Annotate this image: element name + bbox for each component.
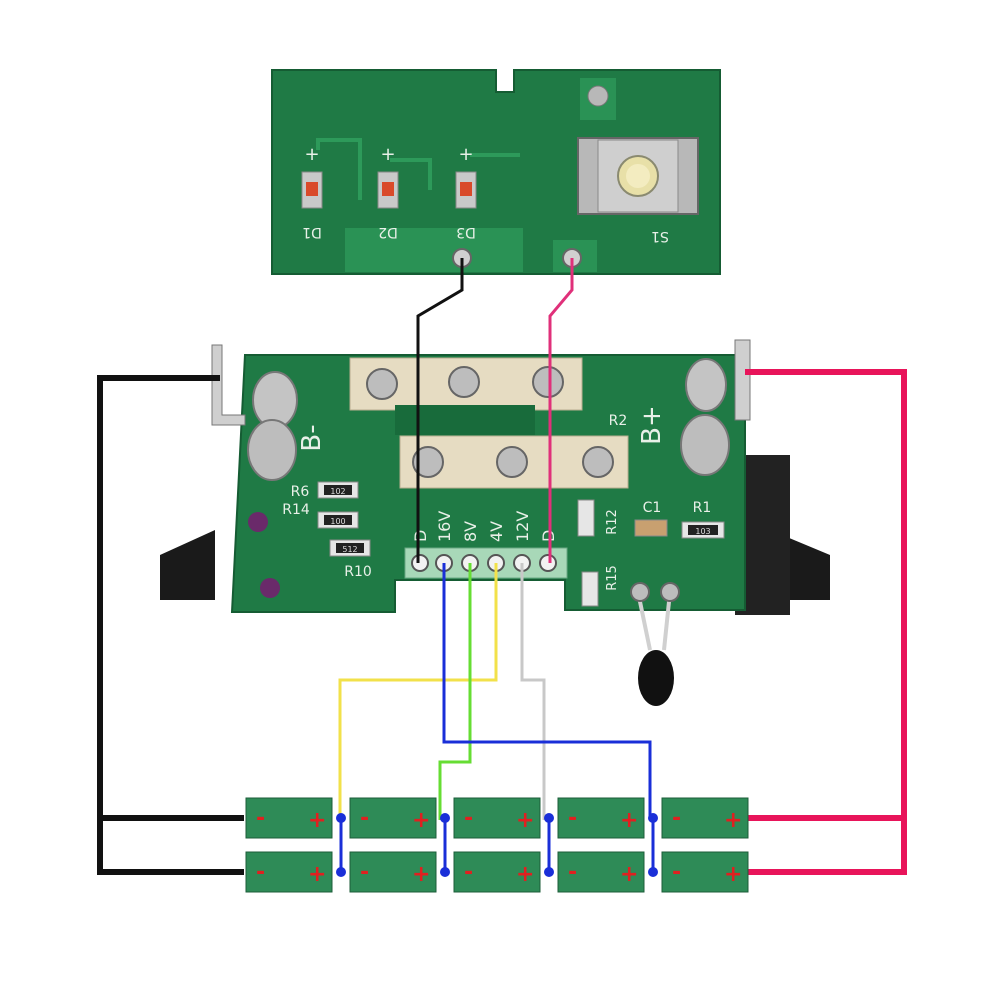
battery-cell-positive: +	[620, 808, 638, 833]
battery-cell-negative: -	[464, 860, 473, 885]
battery-cell-positive: +	[412, 862, 430, 887]
series-link-node	[544, 813, 554, 823]
series-link-node	[336, 867, 346, 877]
battery-cell-negative: -	[672, 860, 681, 885]
battery-cell: -+	[453, 851, 541, 893]
switch-s1-label: S1	[651, 228, 669, 244]
led-d3-label: D3	[456, 224, 476, 240]
thermistor	[630, 582, 680, 706]
pin-label-4v: 4V	[487, 521, 506, 542]
battery-cell-body	[557, 797, 645, 839]
battery-cell-body	[245, 797, 333, 839]
led-d2	[377, 171, 399, 209]
battery-cell-body	[661, 851, 749, 893]
battery-cell: -+	[453, 797, 541, 839]
battery-cell-body	[557, 851, 645, 893]
switch-s1	[577, 137, 699, 215]
chip-code-4: 103	[695, 527, 710, 536]
battery-cell: -+	[245, 851, 333, 893]
series-link-node	[648, 867, 658, 877]
component-r12: R12	[605, 509, 620, 535]
component-r6: R6	[291, 484, 310, 500]
led-d1-label: D1	[302, 224, 322, 240]
battery-cell-negative: -	[256, 860, 265, 885]
battery-cell-negative: -	[256, 806, 265, 831]
battery-cell-negative: -	[568, 806, 577, 831]
led-d2-plus: +	[380, 144, 395, 165]
battery-cell: -+	[349, 797, 437, 839]
led-d3-plus: +	[458, 144, 473, 165]
battery-cell-positive: +	[724, 862, 742, 887]
battery-cell-negative: -	[360, 806, 369, 831]
battery-cell: -+	[557, 851, 645, 893]
component-r15: R15	[605, 565, 620, 591]
component-r2: R2	[609, 413, 628, 429]
battery-cell-negative: -	[464, 806, 473, 831]
component-c1: C1	[643, 500, 662, 516]
battery-cell-body	[453, 851, 541, 893]
pin-label-16v: 16V	[435, 511, 454, 542]
terminal-plus-label: B+	[637, 405, 667, 445]
battery-cell-positive: +	[516, 808, 534, 833]
battery-cell-positive: +	[412, 808, 430, 833]
battery-cell-positive: +	[308, 862, 326, 887]
battery-cell: -+	[557, 797, 645, 839]
series-link-node	[648, 813, 658, 823]
chip-code-3: 512	[342, 545, 357, 554]
battery-cell-body	[661, 797, 749, 839]
battery-cell-positive: +	[724, 808, 742, 833]
battery-cell: -+	[245, 797, 333, 839]
battery-cell: -+	[661, 797, 749, 839]
battery-cell-negative: -	[672, 806, 681, 831]
led-d3	[455, 171, 477, 209]
component-r1: R1	[693, 500, 712, 516]
battery-cell-positive: +	[308, 808, 326, 833]
series-link-node	[544, 867, 554, 877]
terminal-minus-label: B-	[297, 424, 327, 451]
battery-cell: -+	[349, 851, 437, 893]
series-link-node	[440, 813, 450, 823]
battery-cell-body	[349, 851, 437, 893]
led-d1-plus: +	[304, 144, 319, 165]
chip-code-2: 100	[330, 517, 345, 526]
battery-cell-positive: +	[516, 862, 534, 887]
battery-cell: -+	[661, 851, 749, 893]
component-r14: R14	[282, 502, 310, 518]
battery-pack: -+-+-+-+-+-+-+-+-+-+	[245, 797, 749, 893]
battery-cell-body	[349, 797, 437, 839]
bms-board: B- B+ 102 100 512 R6 R14 R10	[160, 339, 830, 706]
chip-code-1: 102	[330, 487, 345, 496]
led-d2-label: D2	[378, 224, 398, 240]
led-board: + + + D1 D2 D3 S1	[271, 69, 721, 275]
pin-label-8v: 8V	[461, 521, 480, 542]
pin-label-d-left: D	[411, 530, 430, 542]
wires	[97, 258, 907, 875]
battery-cell-body	[245, 851, 333, 893]
led-d1	[301, 171, 323, 209]
component-r10: R10	[344, 564, 372, 580]
battery-cell-body	[453, 797, 541, 839]
battery-cell-negative: -	[568, 860, 577, 885]
pin-label-12v: 12V	[513, 511, 532, 542]
series-link-node	[336, 813, 346, 823]
series-link-node	[440, 867, 450, 877]
battery-cell-positive: +	[620, 862, 638, 887]
battery-cell-negative: -	[360, 860, 369, 885]
